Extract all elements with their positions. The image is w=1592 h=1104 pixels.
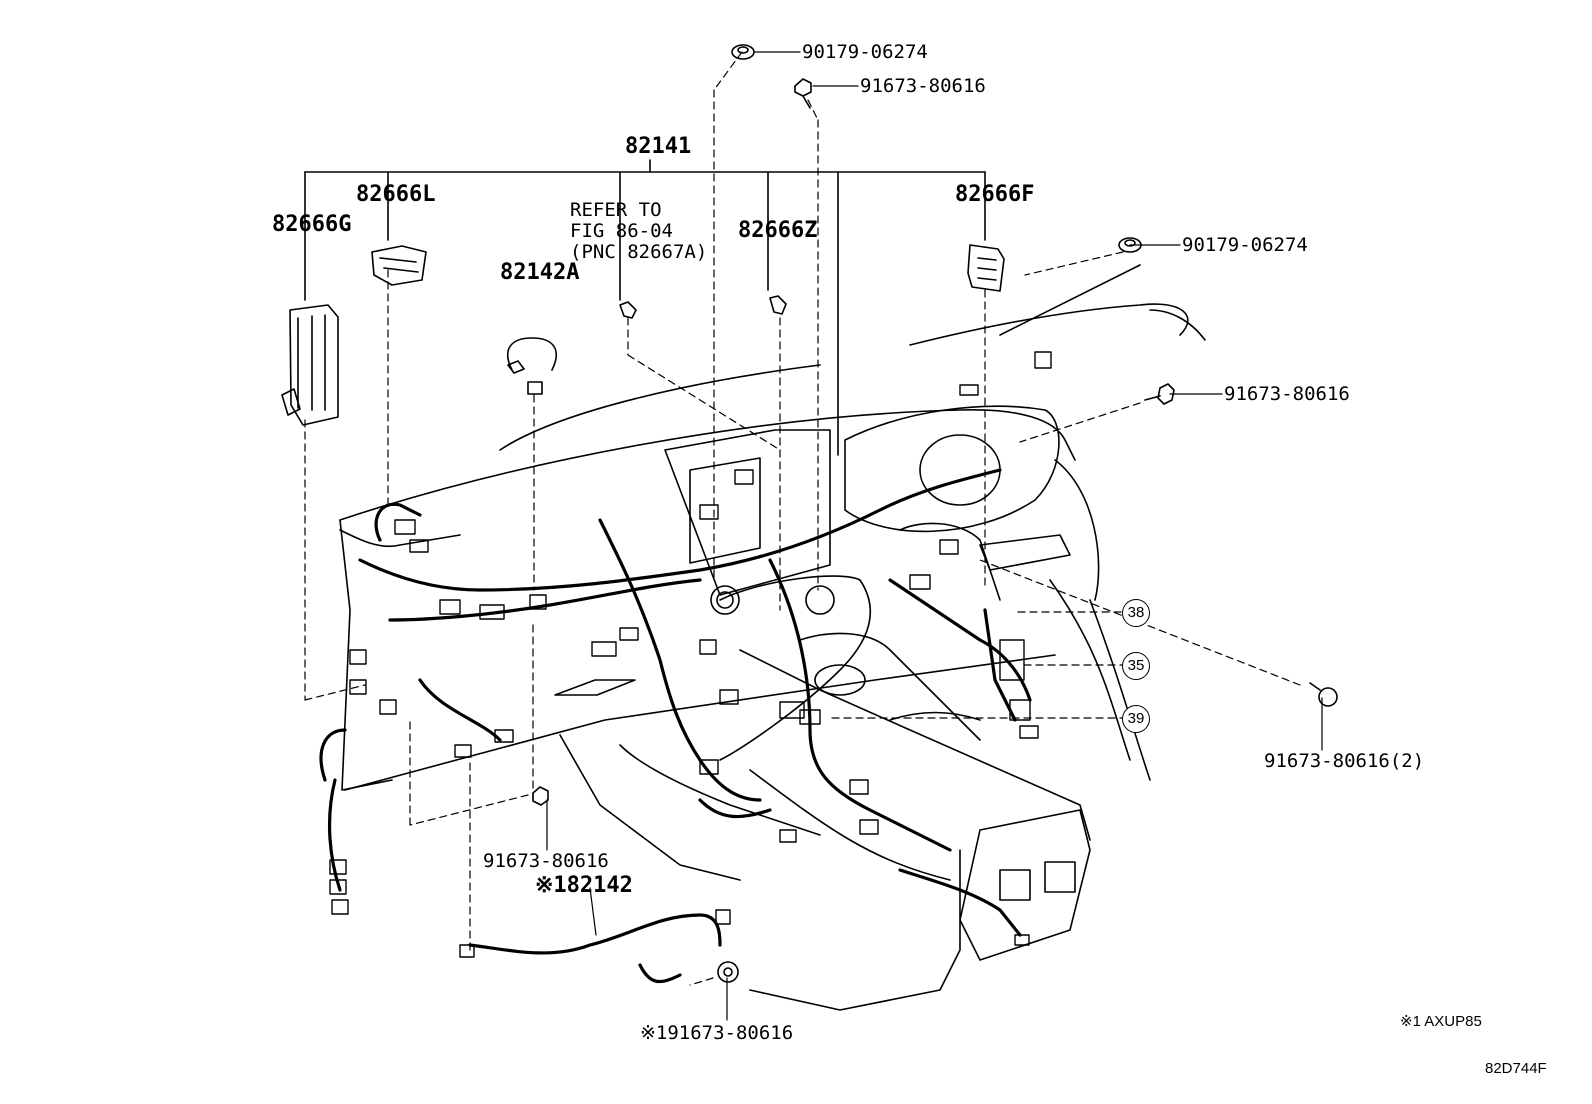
junction-block-82666f — [968, 245, 1004, 291]
wire-82142a — [508, 338, 557, 394]
label-leaders — [547, 52, 1322, 1020]
label-block-f: 82666F — [955, 182, 1035, 207]
label-clip-top: 90179-06274 — [802, 41, 928, 63]
label-block-z: 82666Z — [738, 218, 818, 243]
label-bolt-right-lower: 91673-80616(2) — [1264, 750, 1425, 772]
label-block-g: 82666G — [272, 212, 352, 237]
connector-refer — [620, 302, 636, 318]
callout-38: 38 — [1122, 599, 1150, 627]
bolt-right-part — [1145, 384, 1174, 404]
label-clip-right: 90179-06274 — [1182, 234, 1308, 256]
label-bolt-top: 91673-80616 — [860, 75, 986, 97]
label-wire-main: 82141 — [625, 134, 692, 159]
label-refer: REFER TO FIG 86-04 (PNC 82667A) — [570, 199, 708, 263]
center-console-outline — [665, 430, 1090, 1010]
clip-top-part — [732, 45, 754, 59]
label-bolt-center: 91673-80616 — [483, 850, 609, 872]
callout-39: 39 — [1122, 705, 1150, 733]
clip-right-part — [1119, 238, 1141, 252]
connector-82666z — [770, 296, 786, 314]
wire-group-bracket — [305, 160, 985, 455]
bolt-bottom-part — [718, 962, 738, 982]
label-bolt-right: 91673-80616 — [1224, 383, 1350, 405]
label-wire-console: ※182142 — [535, 873, 633, 898]
junction-block-82666g — [282, 305, 338, 425]
label-bolt-bottom: ※191673-80616 — [640, 1022, 794, 1044]
leader-lines — [305, 52, 1300, 985]
bolt-right-lower-part — [1310, 683, 1337, 706]
bolt-center-part — [533, 787, 548, 805]
main-harness — [321, 470, 1030, 982]
harness-connectors — [330, 352, 1051, 957]
label-figure-code: 82D744F — [1485, 1060, 1547, 1077]
callout-35: 35 — [1122, 652, 1150, 680]
label-note: ※1 AXUP85 — [1400, 1013, 1482, 1030]
label-block-l: 82666L — [356, 182, 436, 207]
instrument-cluster-outline — [845, 406, 1070, 600]
label-wire-a: 82142A — [500, 260, 580, 285]
bolt-top-part — [795, 79, 811, 108]
junction-block-82666l — [372, 246, 426, 285]
dashboard-outline — [340, 265, 1205, 880]
